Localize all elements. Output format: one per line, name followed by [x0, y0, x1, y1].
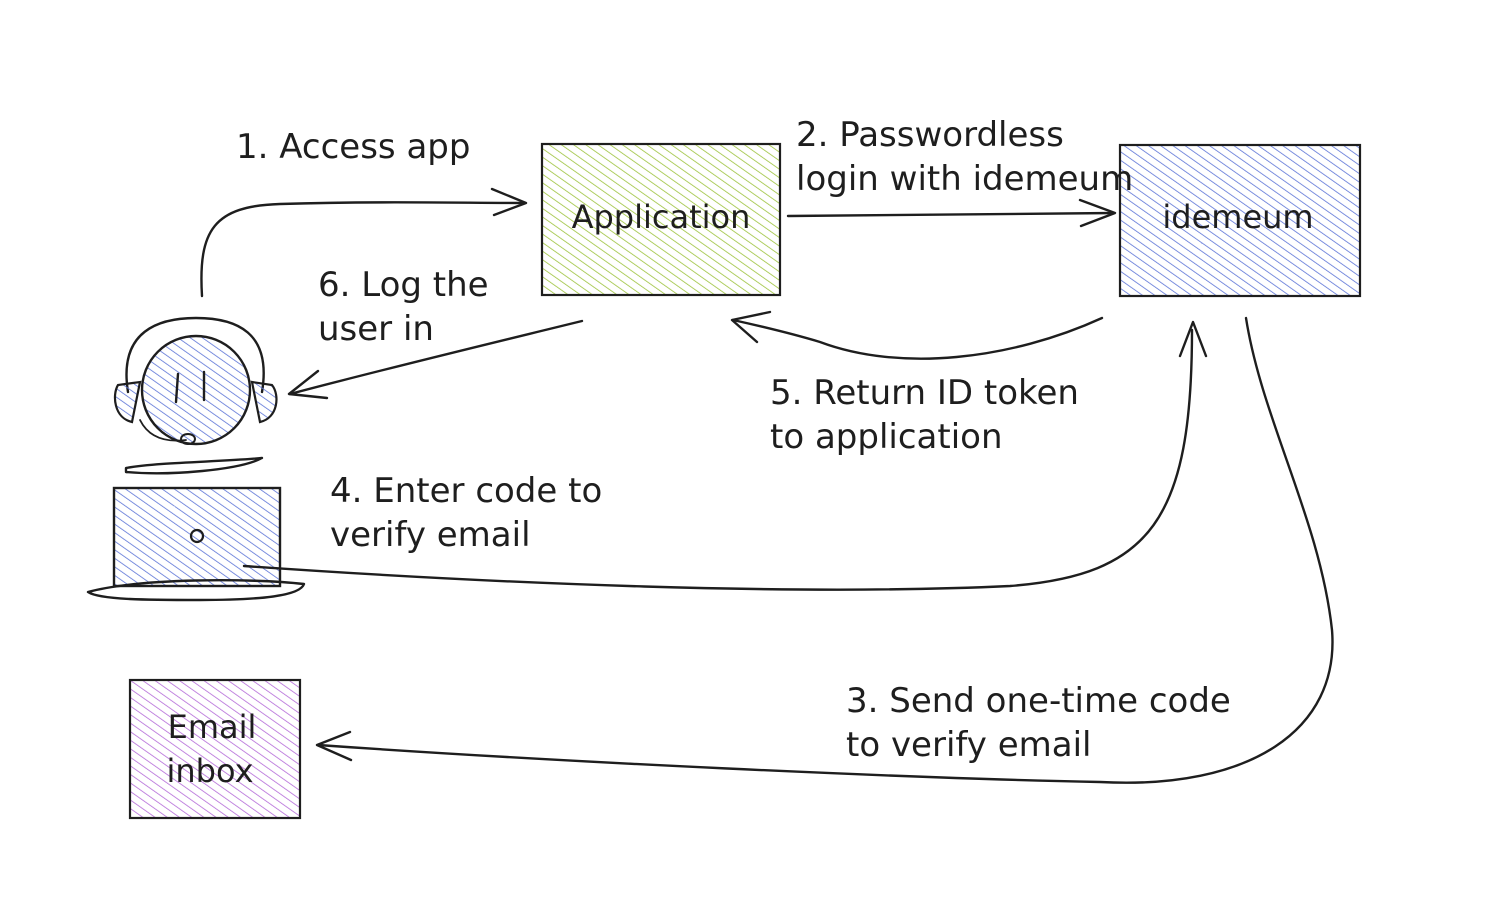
arrow-log-user-in	[287, 319, 584, 400]
step-2-label: 2. Passwordless login with idemeum	[796, 115, 1133, 199]
step-4-line1: 4. Enter code to	[330, 471, 602, 511]
step-4-line2: verify email	[330, 515, 531, 555]
step-2-line2: login with idemeum	[796, 159, 1133, 199]
step-6-label: 6. Log the user in	[318, 265, 489, 349]
user-icon	[86, 316, 306, 602]
arrow-enter-code	[242, 320, 1208, 591]
arrow-access-app	[200, 187, 528, 298]
step-3-line2: to verify email	[846, 725, 1091, 765]
application-node: Application	[540, 142, 782, 297]
idemeum-label: idemeum	[1162, 198, 1313, 236]
step-4-label: 4. Enter code to verify email	[330, 471, 602, 555]
step-2-line1: 2. Passwordless	[796, 115, 1064, 155]
email-inbox-label-line1: Email	[168, 708, 257, 746]
step-5-label: 5. Return ID token to application	[770, 373, 1079, 457]
step-6-line2: user in	[318, 309, 434, 349]
step-1-line1: 1. Access app	[236, 127, 470, 167]
step-5-line2: to application	[770, 417, 1003, 457]
step-5-line1: 5. Return ID token	[770, 373, 1079, 413]
arrow-return-id-token	[730, 310, 1104, 360]
arrow-send-code	[315, 316, 1334, 784]
arrow-passwordless-login	[786, 198, 1117, 228]
step-6-line1: 6. Log the	[318, 265, 489, 305]
email-inbox-node: Email inbox	[128, 678, 302, 820]
idemeum-node: idemeum	[1118, 143, 1362, 298]
step-3-line1: 3. Send one-time code	[846, 681, 1231, 721]
email-inbox-label-line2: inbox	[166, 752, 253, 790]
application-label: Application	[572, 198, 751, 236]
step-1-label: 1. Access app	[236, 127, 470, 167]
step-3-label: 3. Send one-time code to verify email	[846, 681, 1231, 765]
